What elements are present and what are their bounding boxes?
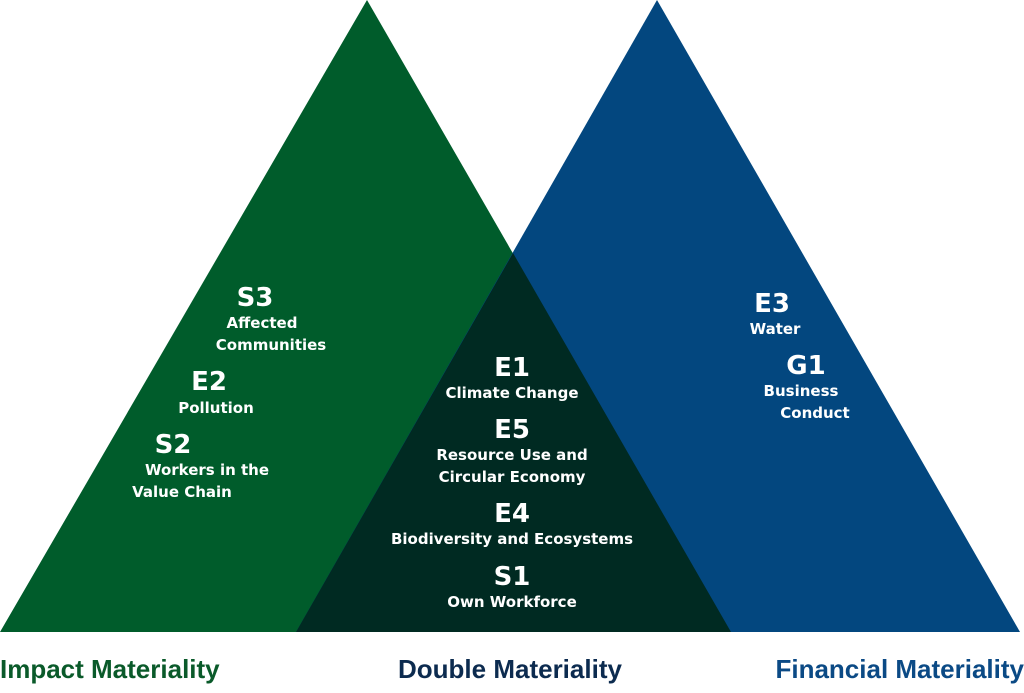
impact-materiality-label: Impact Materiality [0,654,220,684]
topic-e4: E4 Biodiversity and Ecosystems [391,499,633,548]
financial-materiality-label: Financial Materiality [775,654,1024,684]
double-materiality-label: Double Materiality [398,654,622,684]
topic-e3: E3 Water [750,289,801,338]
topic-g1-code: G1 [786,351,825,381]
topic-s3-desc-line-1: Affected [227,314,298,332]
topic-e1-code: E1 [494,353,530,383]
topic-g1-desc-line-1: Business [764,382,839,400]
topic-s2: S2 Workers in the Value Chain [132,430,269,501]
double-materiality-overlap [296,253,731,632]
topic-e3-code: E3 [754,289,790,319]
topic-e5: E5 Resource Use and Circular Economy [436,415,587,486]
topic-e5-desc-line-1: Resource Use and [436,446,587,464]
topic-g1-desc-line-2: Conduct [780,404,849,422]
topic-e1-desc-line-1: Climate Change [445,384,578,402]
topic-s1: S1 Own Workforce [447,562,577,611]
topic-s2-code: S2 [155,430,192,460]
topic-s1-code: S1 [494,562,531,592]
topic-e1: E1 Climate Change [445,353,578,402]
topic-s3-code: S3 [237,283,274,313]
topic-s3: S3 Affected Communities [216,283,327,354]
topic-e2: E2 Pollution [178,367,254,417]
topic-g1: G1 Business Conduct [764,351,850,422]
topic-e4-code: E4 [494,499,530,529]
topic-s2-desc-line-2: Value Chain [132,483,232,501]
topic-e5-desc-line-2: Circular Economy [439,468,586,486]
topic-e5-code: E5 [494,415,530,445]
topic-e4-desc-line-1: Biodiversity and Ecosystems [391,530,633,548]
topic-e3-desc-line-1: Water [750,320,801,338]
topic-e2-code: E2 [191,367,227,397]
topic-s1-desc-line-1: Own Workforce [447,593,577,611]
topic-s3-desc-line-2: Communities [216,336,327,354]
topic-s2-desc-line-1: Workers in the [145,461,269,479]
topic-e2-desc-line-1: Pollution [178,399,254,417]
